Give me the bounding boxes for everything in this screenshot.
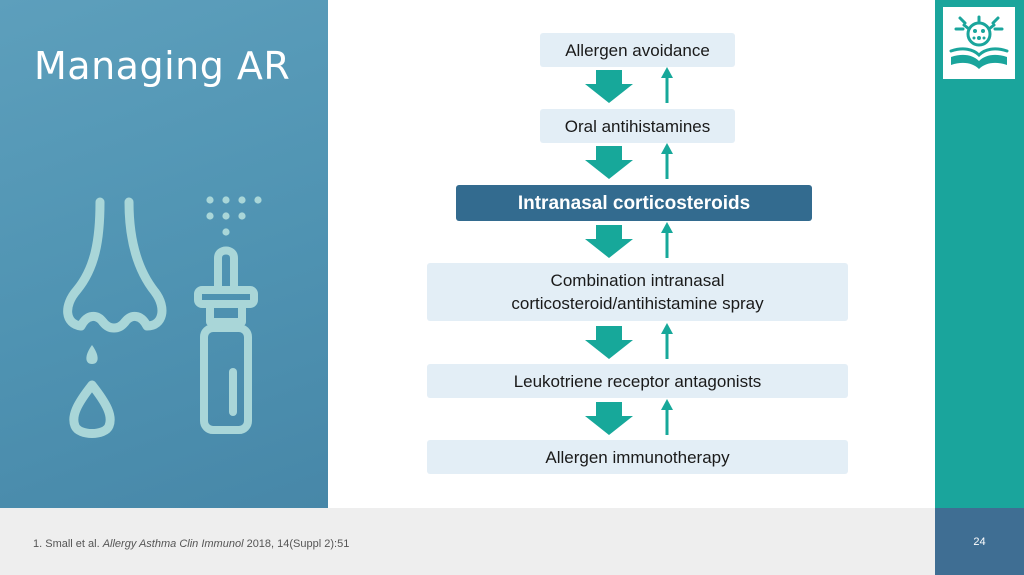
down-arrow-icon xyxy=(585,70,633,103)
nasal-spray-icon xyxy=(194,196,262,434)
up-arrow-icon xyxy=(661,222,673,258)
down-arrow-icon xyxy=(585,146,633,179)
nose-icon xyxy=(63,197,167,438)
page-number-box xyxy=(935,508,1024,575)
footer xyxy=(0,508,935,575)
arrow-layer xyxy=(585,67,673,435)
up-arrow-icon xyxy=(661,67,673,103)
up-arrow-icon xyxy=(661,143,673,179)
step-allergen-immunotherapy: Allergen immunotherapy xyxy=(427,440,848,474)
accent-strip xyxy=(935,0,1024,508)
up-arrow-icon xyxy=(661,323,673,359)
citation-prefix: 1. Small et al. xyxy=(33,538,103,550)
step-combination-spray: Combination intranasal corticosteroid/an… xyxy=(427,263,848,321)
logo-icon xyxy=(949,15,1009,69)
slide-title: Managing AR xyxy=(34,44,291,88)
citation-suffix: 2018, 14(Suppl 2):51 xyxy=(243,538,350,550)
down-arrow-icon xyxy=(585,225,633,258)
step-allergen-avoidance: Allergen avoidance xyxy=(540,33,735,67)
step-intranasal-corticosteroids: Intranasal corticosteroids xyxy=(456,185,812,221)
citation-journal: Allergy Asthma Clin Immunol xyxy=(102,538,244,550)
up-arrow-icon xyxy=(661,399,673,435)
illustration xyxy=(63,196,262,438)
step-leukotriene-antagonists: Leukotriene receptor antagonists xyxy=(427,364,848,398)
step-oral-antihistamines: Oral antihistamines xyxy=(540,109,735,143)
logo xyxy=(943,7,1015,79)
page-number: 24 xyxy=(973,536,986,548)
citation: 1. Small et al. Allergy Asthma Clin Immu… xyxy=(33,538,349,550)
left-panel: Managing AR xyxy=(0,0,328,508)
down-arrow-icon xyxy=(585,402,633,435)
down-arrow-icon xyxy=(585,326,633,359)
